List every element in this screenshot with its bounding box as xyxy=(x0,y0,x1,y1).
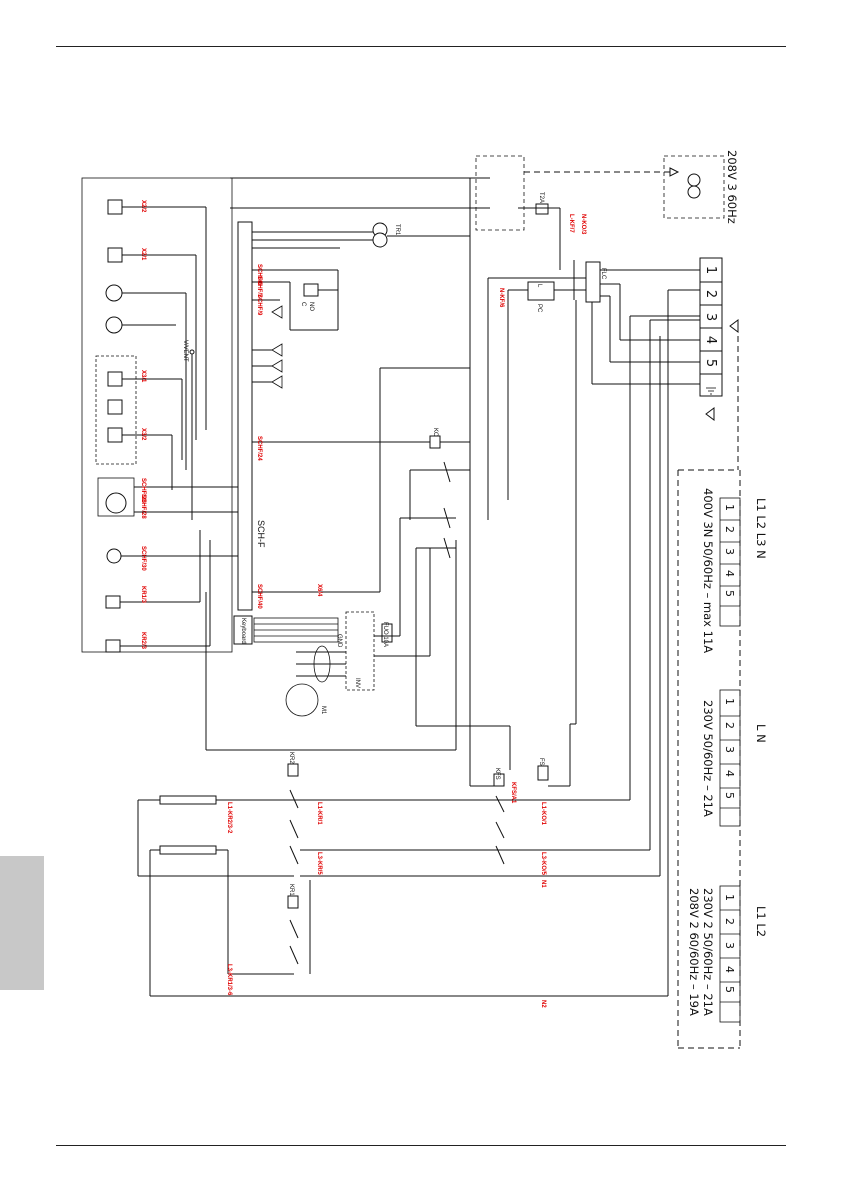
label-fs: FS xyxy=(538,758,544,766)
label-fuse-10a: FUO 10A xyxy=(382,622,388,647)
red-l-kf7: L-KF/7 xyxy=(568,214,574,233)
label-v-vent: V/VENT xyxy=(182,340,188,362)
red-l1-kr1: L1-KR/1 xyxy=(316,802,322,825)
opt2-t5: 5 xyxy=(723,792,736,799)
control-board xyxy=(233,221,470,645)
label-no: NO xyxy=(308,302,314,311)
red-n1: N1 xyxy=(540,880,546,888)
red-kfs-a1: KFS/A1 xyxy=(510,782,516,804)
red-x2-2: X2/2 xyxy=(140,200,146,213)
label-c: C xyxy=(300,302,306,307)
supply-230-spec: 230V 50/60Hz – 21A xyxy=(701,700,715,817)
label-pc: PC xyxy=(536,304,542,313)
top-fuse-box xyxy=(230,155,725,786)
power-section xyxy=(137,289,700,997)
label-kr2: KR2 xyxy=(288,752,294,764)
opt3-t5: 5 xyxy=(723,986,736,993)
label-ko: KO xyxy=(432,428,438,437)
opt3-t3: 3 xyxy=(723,942,736,949)
supply-2ph-spec-1: 230V 2 50/60Hz – 21A xyxy=(701,888,715,1016)
red-schf-28: SCHF/28 xyxy=(140,494,146,519)
label-flc: FLC xyxy=(600,268,606,280)
red-schf-7: SCHF/7 xyxy=(256,276,262,298)
side-tab xyxy=(0,856,44,990)
header-rule xyxy=(56,46,786,47)
red-n-ko3: N-KO/3 xyxy=(580,214,586,235)
red-l3-kr1-3-6: L3-KR1/3-6 xyxy=(226,964,232,996)
opt1-t1: 1 xyxy=(723,504,736,511)
red-schf-9: SCHF/9 xyxy=(256,294,262,316)
opt1-t5: 5 xyxy=(723,590,736,597)
terminal-5: 5 xyxy=(703,359,718,367)
red-schf-6: SCHF/6 xyxy=(256,264,262,286)
supply-2ph-phases: L1 L2 xyxy=(754,906,768,937)
terminal-3: 3 xyxy=(703,313,718,321)
opt2-t4: 4 xyxy=(723,770,736,777)
red-x3-2: X3/2 xyxy=(140,428,146,441)
opt1-t4: 4 xyxy=(723,570,736,577)
supply-208v-3: 208V 3 60Hz xyxy=(725,150,739,224)
red-x6-4: X6/4 xyxy=(316,584,322,597)
label-l: L xyxy=(536,284,542,288)
label-m1: M1 xyxy=(320,706,326,715)
label-fuse-t2a: T2A xyxy=(538,192,544,203)
red-l3-kr5: L3-KR/5 xyxy=(316,852,322,875)
red-schf-24: SCHF/24 xyxy=(256,436,262,461)
terminal-4: 4 xyxy=(703,336,718,344)
red-l1-ko1: L1-KO/1 xyxy=(540,802,546,826)
transformer-tr1 xyxy=(372,222,470,248)
supply-3n-spec: 400V 3N 50/60Hz – max 11A xyxy=(701,488,715,653)
opt2-t1: 1 xyxy=(723,698,736,705)
opt2-t2: 2 xyxy=(723,722,736,729)
red-l1-kr2-3-2: L1-KR2/3-2 xyxy=(226,802,232,834)
label-inv: INV xyxy=(354,678,360,688)
label-keyboard: Keyboard xyxy=(240,618,246,644)
opt3-t2: 2 xyxy=(723,918,736,925)
opt3-t1: 1 xyxy=(723,894,736,901)
label-kr1: KR1 xyxy=(288,884,294,896)
label-sch-f: SCH-F xyxy=(256,520,266,548)
supply-3n-phases: L1 L2 L3 N xyxy=(754,498,768,559)
supply-2ph-spec-2: 208V 2 60/60Hz – 19A xyxy=(687,888,701,1016)
terminal-block: 1 2 3 4 5 xyxy=(678,257,739,471)
supply-options xyxy=(677,470,741,1049)
red-schf-40: SCHF/40 xyxy=(256,584,262,609)
opt1-t3: 3 xyxy=(723,548,736,555)
red-l3-ko5: L3-KO/5 xyxy=(540,852,546,876)
filter-flc xyxy=(487,260,700,520)
opt2-t3: 3 xyxy=(723,746,736,753)
supply-230-phases: L N xyxy=(754,724,768,743)
red-kr2-3: KR2/3 xyxy=(140,632,146,650)
left-components xyxy=(81,177,240,653)
red-schf-30: SCHF/30 xyxy=(140,546,146,571)
red-x2-1: X2/1 xyxy=(140,248,146,261)
contactor-ko xyxy=(399,435,511,770)
red-schf-26: SCHF/26 xyxy=(140,478,146,503)
terminal-1: 1 xyxy=(703,266,718,274)
footer-rule xyxy=(56,1145,786,1146)
red-kr1-3: KR1/3 xyxy=(140,586,146,604)
opt1-t2: 2 xyxy=(723,526,736,533)
terminal-2: 2 xyxy=(703,290,718,298)
red-n-kf6: N-KF/6 xyxy=(498,288,504,308)
label-gnd: GND xyxy=(336,634,342,648)
red-n2: N2 xyxy=(540,1000,546,1008)
label-tr1: TR1 xyxy=(394,224,400,236)
label-kfs: KFS xyxy=(494,768,500,780)
opt3-t4: 4 xyxy=(723,966,736,973)
inverter xyxy=(205,540,457,751)
red-x3-1: X3/1 xyxy=(140,370,146,383)
